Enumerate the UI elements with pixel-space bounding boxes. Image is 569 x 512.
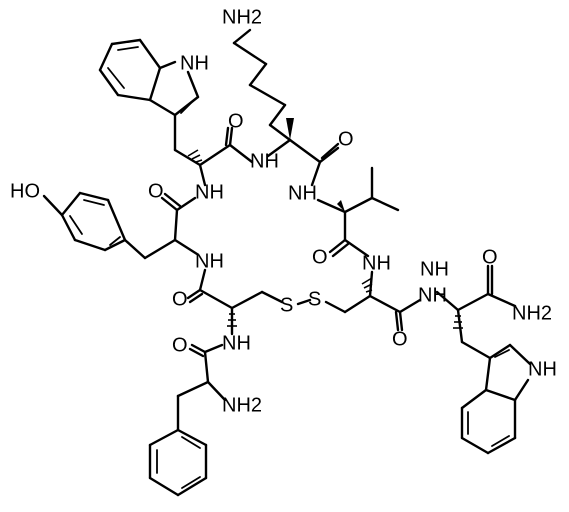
bond-skeleton [42,28,532,497]
nh-label-8: NH [222,332,251,354]
s-label-2: S [308,288,321,310]
ho-label: HO [10,180,40,202]
o-label-1: O [228,110,244,132]
lys-wedge [286,118,294,140]
trp-hash [187,149,203,163]
o-label-6: O [172,288,188,310]
cys2-hash [361,277,373,293]
atom-labels: NH2 NH O O NH NH HO O NH NH O NH NH O NH… [10,6,557,416]
val-wedge [337,200,345,212]
nh-label-5: NH [362,252,391,274]
nh2-phe-label: NH2 [222,394,262,416]
nh2-top-label: NH2 [222,6,262,28]
o-label-3: O [148,180,164,202]
o-label-4: O [312,246,328,268]
stereo-bonds [187,118,463,329]
nh-label-6: NH [420,258,449,280]
o-label-8: O [172,334,188,356]
nh-label-2: NH [288,182,317,204]
nh-label-7: NH [418,284,447,306]
o-label-5: O [482,246,498,268]
nh2-amide-label: NH2 [512,302,552,324]
nh-label-1: NH [250,150,279,172]
cys-hash [227,313,237,327]
nh-label-4: NH [195,250,224,272]
nh-indole-top-label: NH [180,52,209,74]
o-label-2: O [338,128,354,150]
nh-indole-right-label: NH [528,358,557,380]
trp2-hash [453,315,463,329]
o-label-7: O [392,328,408,350]
s-label-1: S [280,294,293,316]
nh-label-3: NH [195,181,224,203]
